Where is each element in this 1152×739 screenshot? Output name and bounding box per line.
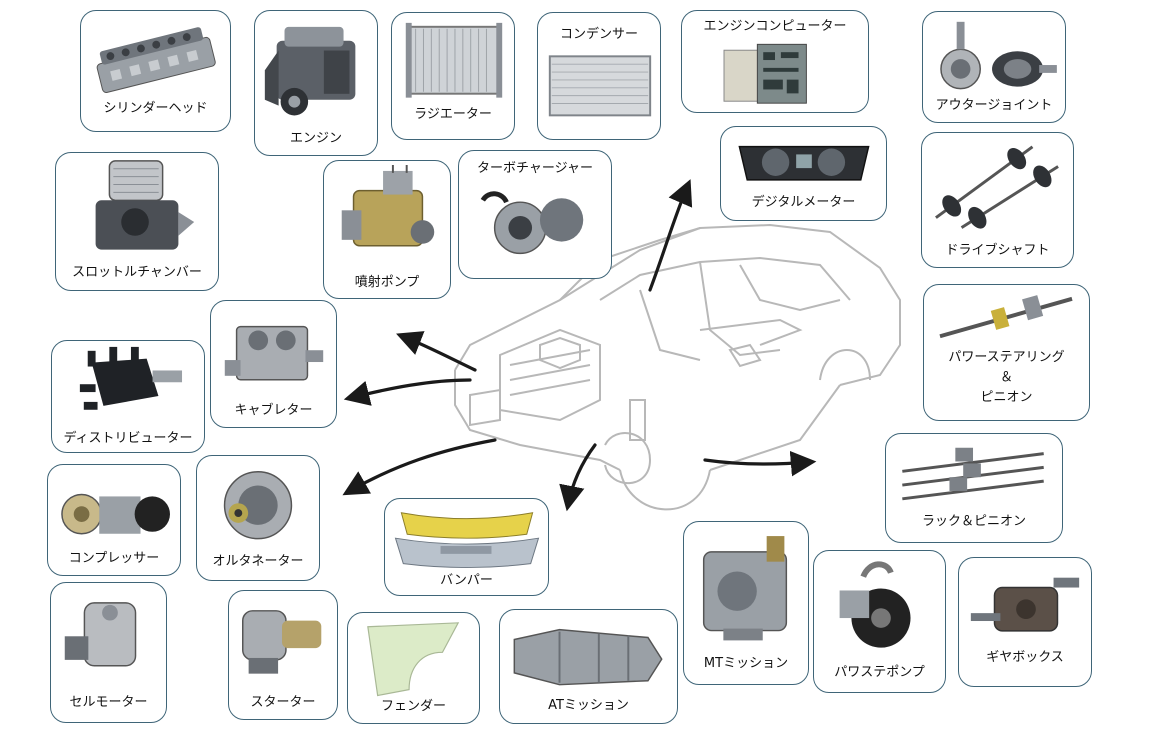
label-engine: エンジン: [289, 131, 342, 146]
card-outer-joint[interactable]: アウタージョイント: [922, 11, 1066, 123]
turbocharger-image: [480, 191, 584, 255]
drive-shaft-image: [935, 145, 1059, 229]
card-carburetor[interactable]: キャブレター: [210, 300, 337, 428]
label-outer-joint: アウタージョイント: [935, 98, 1053, 113]
bumper-image: [394, 512, 540, 569]
label-cylinder-head: シリンダーヘッド: [103, 101, 208, 116]
label-drive-shaft: ドライブシャフト: [945, 243, 1050, 258]
card-engine-computer[interactable]: エンジンコンピューター: [681, 10, 869, 113]
card-power-steering[interactable]: パワーステアリング ＆ ピニオン: [923, 284, 1090, 421]
label-compressor: コンプレッサー: [68, 551, 160, 566]
card-turbocharger[interactable]: ターボチャージャー: [458, 150, 612, 279]
label-starter-motor: セルモーター: [69, 695, 148, 710]
arrow-to-meter: [648, 179, 693, 292]
card-injection-pump[interactable]: 噴射ポンプ: [323, 160, 451, 299]
label-injection-pump: 噴射ポンプ: [354, 275, 420, 290]
car-outline: [454, 223, 901, 511]
arrows: [342, 179, 817, 512]
label-at-mission: ATミッション: [548, 698, 629, 713]
carburetor-image: [224, 325, 324, 381]
card-fender[interactable]: フェンダー: [347, 612, 480, 724]
card-starter-motor[interactable]: セルモーター: [50, 582, 167, 723]
throttle-chamber-image: [95, 160, 195, 250]
label-power-steering-line3: ピニオン: [980, 390, 1033, 405]
power-steering-image: [939, 295, 1073, 339]
engine-image: [264, 26, 356, 116]
card-rack-pinion[interactable]: ラック＆ピニオン: [885, 433, 1063, 543]
card-cylinder-head[interactable]: シリンダーヘッド: [80, 10, 231, 132]
card-compressor[interactable]: コンプレッサー: [47, 464, 181, 576]
card-alternator[interactable]: オルタネーター: [196, 455, 320, 581]
mt-mission-image: [702, 536, 788, 641]
label-digital-meter: デジタルメーター: [751, 195, 856, 210]
label-power-steering-line1: パワーステアリング: [948, 350, 1065, 365]
card-at-mission[interactable]: ATミッション: [499, 609, 678, 724]
label-distributor: ディストリビューター: [63, 431, 193, 446]
label-carburetor: キャブレター: [234, 403, 313, 418]
injection-pump-image: [341, 165, 435, 247]
label-throttle-chamber: スロットルチャンバー: [72, 265, 202, 280]
label-power-steering-line2: ＆: [999, 370, 1013, 385]
cylinder-head-image: [96, 27, 216, 93]
label-mt-mission: MTミッション: [703, 656, 789, 671]
starter-image: [242, 610, 322, 674]
power-steering-pump-image: [839, 561, 911, 648]
card-condenser[interactable]: コンデンサー: [537, 12, 661, 140]
label-turbocharger: ターボチャージャー: [477, 161, 593, 176]
fender-image: [367, 622, 460, 697]
rack-pinion-image: [902, 447, 1044, 501]
card-starter[interactable]: スターター: [228, 590, 338, 720]
condenser-image: [548, 55, 652, 117]
label-fender: フェンダー: [380, 699, 446, 714]
card-bumper[interactable]: バンパー: [384, 498, 549, 596]
radiator-image: [405, 22, 503, 98]
arrow-to-bumper: [559, 443, 597, 512]
label-gearbox: ギヤボックス: [986, 650, 1064, 665]
outer-joint-image: [940, 21, 1057, 90]
gearbox-image: [970, 577, 1080, 632]
card-power-steering-pump[interactable]: パワステポンプ: [813, 550, 946, 693]
card-radiator[interactable]: ラジエーター: [391, 12, 515, 140]
card-drive-shaft[interactable]: ドライブシャフト: [921, 132, 1074, 268]
digital-meter-image: [738, 145, 870, 181]
at-mission-image: [513, 628, 663, 686]
arrow-to-alternator: [342, 438, 497, 496]
label-condenser: コンデンサー: [559, 27, 638, 42]
label-engine-computer: エンジンコンピューター: [703, 19, 847, 34]
starter-motor-image: [64, 602, 137, 667]
arrow-to-carburetor-upper: [396, 331, 477, 372]
engine-computer-image: [723, 43, 807, 104]
label-alternator: オルタネーター: [212, 554, 304, 569]
label-starter: スターター: [250, 695, 316, 710]
card-digital-meter[interactable]: デジタルメーター: [720, 126, 887, 221]
label-radiator: ラジエーター: [414, 107, 492, 122]
label-rack-pinion: ラック＆ピニオン: [921, 514, 1026, 529]
card-gearbox[interactable]: ギヤボックス: [958, 557, 1092, 687]
card-engine[interactable]: エンジン: [254, 10, 378, 156]
card-distributor[interactable]: ディストリビューター: [51, 340, 205, 453]
distributor-image: [79, 346, 183, 410]
compressor-image: [61, 493, 170, 535]
label-bumper: バンパー: [440, 573, 493, 588]
card-mt-mission[interactable]: MTミッション: [683, 521, 809, 685]
card-throttle-chamber[interactable]: スロットルチャンバー: [55, 152, 219, 291]
alternator-image: [223, 471, 293, 540]
label-power-steering-pump: パワステポンプ: [834, 665, 925, 680]
arrow-to-carburetor: [343, 378, 472, 406]
arrow-to-rack: [703, 450, 817, 477]
